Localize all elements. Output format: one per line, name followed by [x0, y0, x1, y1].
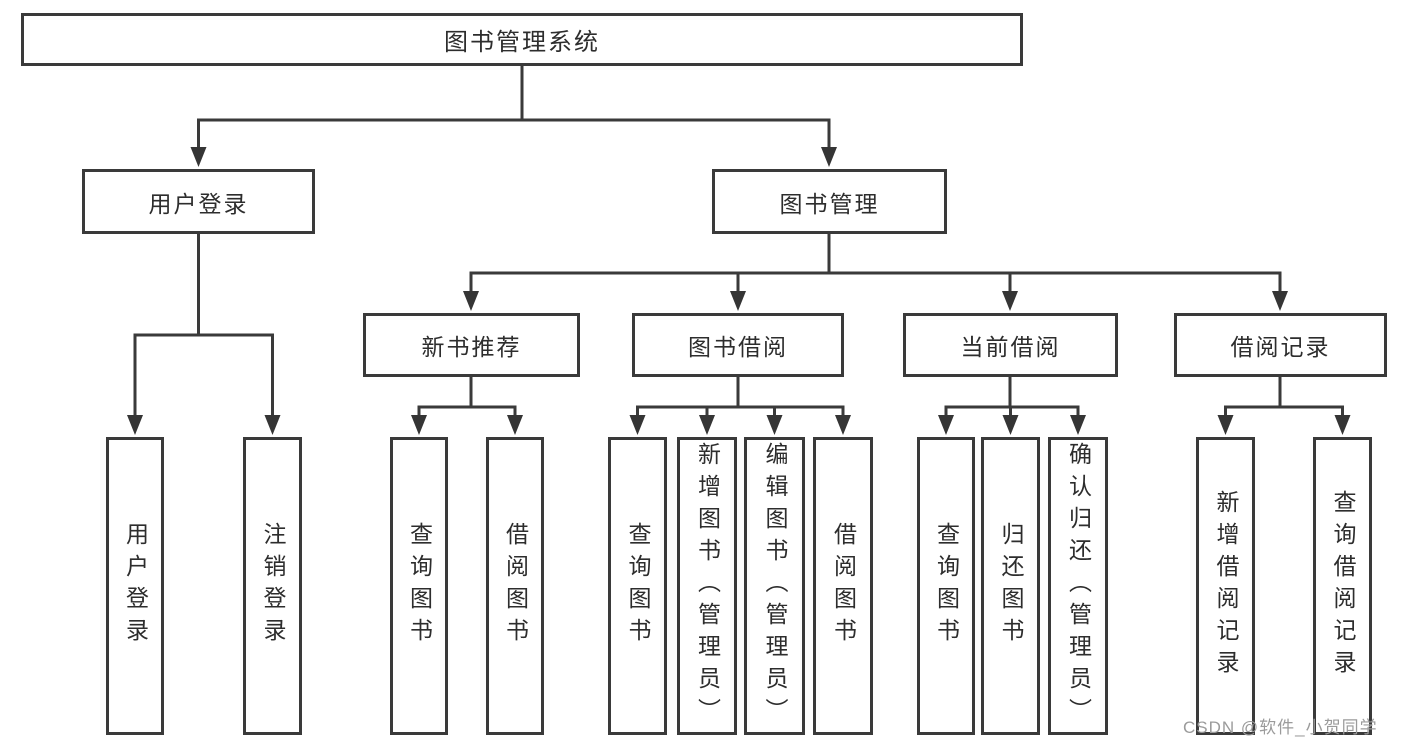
leaf-label: 查询借阅记录 [1330, 490, 1356, 682]
leaf-label: 归还图书 [998, 522, 1024, 650]
leaf-query-books-recommend: 查询图书 [390, 437, 448, 735]
leaf-borrow-books: 借阅图书 [813, 437, 873, 735]
node-new-book-recommend: 新书推荐 [363, 313, 580, 377]
leaf-label: 查询图书 [625, 522, 651, 650]
csdn-watermark: CSDN @软件_小贺同学 [1183, 718, 1378, 737]
leaf-edit-book-admin: 编辑图书（管理员） [744, 437, 805, 735]
node-book-management: 图书管理 [712, 169, 947, 234]
node-borrowing-records: 借阅记录 [1174, 313, 1387, 377]
leaf-label: 新增图书（管理员） [694, 442, 721, 730]
node-label: 当前借阅 [960, 334, 1061, 360]
leaf-logout: 注销登录 [243, 437, 302, 735]
node-label: 图书管理系统 [444, 29, 600, 56]
leaf-label: 新增借阅记录 [1213, 490, 1239, 682]
leaf-borrow-books-recommend: 借阅图书 [486, 437, 544, 735]
leaf-add-borrow-record: 新增借阅记录 [1196, 437, 1255, 735]
leaf-label: 注销登录 [260, 522, 286, 650]
leaf-query-borrow-record: 查询借阅记录 [1313, 437, 1372, 735]
node-label: 图书借阅 [688, 334, 788, 360]
node-current-borrowing: 当前借阅 [903, 313, 1118, 377]
leaf-label: 查询图书 [933, 522, 960, 650]
leaf-label: 查询图书 [406, 522, 433, 650]
leaf-return-book: 归还图书 [981, 437, 1040, 735]
leaf-user-login: 用户登录 [106, 437, 164, 735]
node-label: 借阅记录 [1230, 334, 1331, 360]
node-library-management-system: 图书管理系统 [21, 13, 1023, 66]
leaf-query-books-current: 查询图书 [917, 437, 975, 735]
leaf-label: 用户登录 [122, 522, 149, 650]
node-label: 用户登录 [148, 190, 249, 217]
leaf-label: 编辑图书（管理员） [762, 442, 788, 730]
node-label: 新书推荐 [421, 334, 522, 360]
leaf-confirm-return-admin: 确认归还（管理员） [1048, 437, 1108, 735]
leaf-add-book-admin: 新增图书（管理员） [677, 437, 737, 735]
node-book-borrowing: 图书借阅 [632, 313, 844, 377]
leaf-label: 借阅图书 [830, 522, 857, 650]
node-user-login: 用户登录 [82, 169, 315, 234]
leaf-label: 确认归还（管理员） [1065, 442, 1092, 730]
leaf-query-books-borrowing: 查询图书 [608, 437, 667, 735]
leaf-label: 借阅图书 [502, 522, 529, 650]
node-label: 图书管理 [779, 190, 880, 217]
